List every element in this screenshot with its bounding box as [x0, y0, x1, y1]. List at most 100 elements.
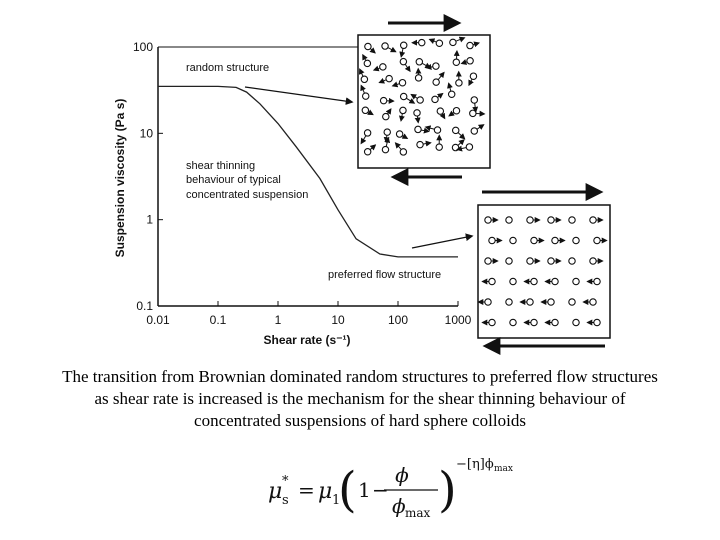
random-particle [466, 41, 474, 50]
random-particle [414, 74, 423, 82]
ordered-particle [547, 216, 555, 224]
ordered-particle [509, 236, 517, 245]
random-particle-arrow [448, 110, 455, 117]
random-particle [399, 92, 408, 101]
random-particle [451, 126, 460, 135]
random-particle-arrow [455, 36, 466, 43]
random-particle-arrow [439, 112, 446, 120]
random-particle [361, 92, 370, 100]
random-particle [379, 63, 387, 71]
random-particle-arrow [457, 139, 465, 146]
random-particle-arrow [372, 65, 380, 72]
ordered-particle [530, 318, 538, 327]
preferred-flow-inset [477, 204, 611, 339]
random-particle-arrow [410, 93, 418, 100]
y-tick-label: 0.1 [136, 299, 153, 313]
random-particle [379, 96, 388, 105]
eq-mu1: μ [318, 479, 332, 504]
random-particle-arrow [447, 82, 453, 91]
random-particle [399, 41, 408, 50]
annotation-shear-thinning-line3: concentrated suspension [186, 189, 308, 201]
ordered-particle [526, 257, 534, 265]
random-particle-arrow [476, 124, 485, 130]
ordered-particles [477, 216, 608, 327]
random-particle-arrow [398, 113, 405, 122]
ordered-particle [488, 318, 496, 327]
random-particle-arrow [378, 77, 387, 84]
random-particle [469, 109, 477, 118]
random-particle-arrow [424, 125, 435, 132]
ordered-particle [551, 236, 559, 245]
random-particle-arrow [456, 145, 467, 152]
random-particle [399, 106, 407, 115]
random-particle-arrow [423, 140, 432, 147]
random-particle [414, 125, 422, 134]
random-particle [398, 78, 407, 87]
random-particle-arrow [360, 135, 367, 145]
random-particle-arrow [401, 133, 409, 140]
ordered-particle [484, 216, 492, 224]
ordered-particle [568, 298, 576, 306]
x-tick-label: 0.01 [146, 313, 170, 327]
eq-equals: = [298, 478, 315, 502]
ordered-particle [484, 298, 492, 306]
ordered-particle [593, 318, 601, 327]
ordered-particle [572, 318, 580, 327]
random-particle-arrow [369, 47, 376, 54]
ordered-particle [547, 257, 555, 265]
ordered-particle [568, 257, 576, 265]
random-particle [466, 57, 474, 65]
random-particle-arrow [472, 103, 479, 113]
random-particle-arrow [387, 46, 397, 53]
ordered-particle [593, 236, 601, 245]
caption-line-3: concentrated suspensions of hard sphere … [194, 411, 526, 430]
annotation-shear-thinning-line1: shear thinning [186, 160, 255, 172]
eq-denominator-sub: max [405, 506, 431, 520]
eq-minus: − [372, 478, 389, 502]
ordered-particle [593, 277, 601, 286]
ordered-particle [589, 298, 597, 306]
eq-exponent-sub: max [494, 464, 513, 474]
random-particle-arrow [394, 142, 402, 150]
random-particle [436, 107, 445, 115]
eq-one: 1 [358, 478, 371, 502]
random-particle-arrow [406, 97, 416, 104]
caption-line-1: The transition from Brownian dominated r… [62, 367, 658, 386]
random-particle [465, 143, 474, 151]
ordered-particle [505, 216, 513, 224]
random-particle [416, 96, 424, 104]
ordered-particle [547, 298, 555, 306]
random-particle-arrow [436, 92, 444, 99]
eq-right-paren: ) [438, 462, 457, 518]
random-particle [395, 130, 404, 138]
ordered-particle [509, 318, 517, 327]
figure-caption: The transition from Brownian dominated r… [0, 366, 720, 432]
chart-axes [157, 46, 458, 307]
random-particle [363, 59, 372, 68]
random-particle [381, 42, 389, 50]
random-particle-arrow [391, 81, 400, 88]
viscosity-curve [158, 85, 458, 258]
random-particle [399, 148, 408, 156]
viscosity-equation: μ * s = μ 1 ( 1 − ϕ ϕ max ) −[η]ϕ max [268, 457, 513, 520]
random-particle [433, 126, 442, 134]
ordered-particle [530, 277, 538, 286]
random-particle-arrow [468, 79, 474, 87]
random-particle [432, 78, 440, 86]
random-particle-arrow [404, 64, 411, 73]
random-particle [470, 96, 479, 104]
ordered-particle [551, 318, 559, 327]
random-particle-arrow [414, 116, 421, 124]
eq-lhs-mu: μ [268, 479, 282, 504]
annotation-shear-thinning-line2: behaviour of typical [186, 174, 281, 186]
x-tick-label: 1000 [445, 313, 472, 327]
random-particle [470, 127, 479, 135]
random-particle [447, 90, 456, 98]
random-particle-arrow [360, 84, 366, 94]
x-tick-label: 100 [388, 313, 408, 327]
random-particle-arrow [399, 48, 406, 58]
random-particle-arrow [362, 53, 368, 61]
random-particle-arrow [473, 41, 481, 48]
pointer-preferred-arrow [411, 233, 474, 249]
